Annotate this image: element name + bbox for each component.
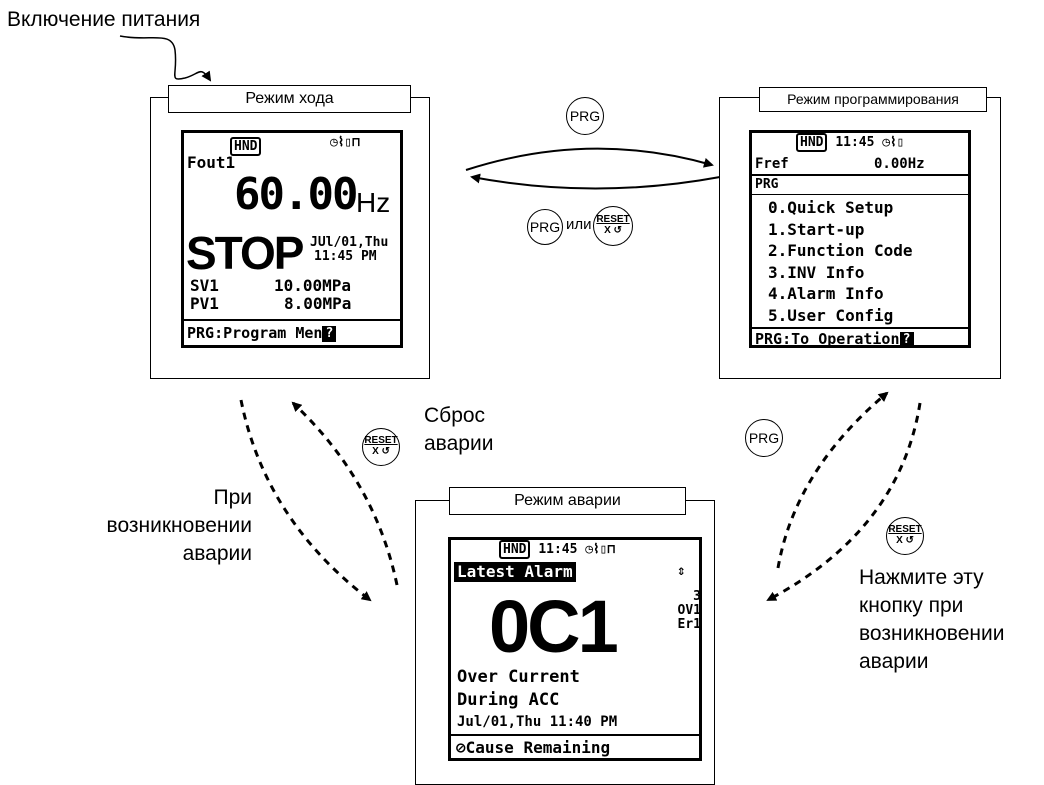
fref-value: 0.00Hz [874, 156, 925, 172]
prohibited-icon: ⊘ [456, 738, 466, 757]
power-on-label: Включение питания [7, 8, 201, 31]
scroll-updown-icon[interactable]: ⇕ [677, 563, 686, 579]
help-icon: ? [322, 326, 337, 342]
arrow-run-to-prog [465, 147, 714, 171]
arrow-alarm-to-prog [776, 391, 889, 569]
alarm-mode-title: Режим аварии [449, 487, 686, 515]
alarm-sequence: 3 [693, 589, 701, 604]
pv1-label: PV1 [190, 294, 219, 313]
or-label: или [566, 216, 592, 233]
run-mode-lcd: HND ◷⌇▯⊓ Fout1 60.00 Hz STOP JUl/01,Thu … [181, 130, 403, 348]
alarm-footer: Cause Remaining [465, 738, 611, 757]
clock-icon: ◷ [882, 135, 891, 150]
reset-button-icon: RESET X ↺ [886, 517, 924, 555]
alarm-er: Er1 [677, 617, 701, 632]
menu-item[interactable]: 5.User Config [768, 305, 894, 325]
arrow-prog-to-run [470, 173, 721, 190]
trend-icon: ⌇ [337, 135, 345, 150]
on-alarm-label: При возникновении аварии [106, 486, 252, 565]
alarm-ov: OV1 [677, 603, 701, 618]
trend-icon: ⌇ [890, 135, 897, 150]
program-mode-lcd: HND 11:45 ◷⌇▯ Fref 0.00Hz PRG 0.Quick Se… [749, 130, 971, 348]
clock-icon: ◷ [585, 542, 594, 557]
press-button-label: Нажмите эту кнопку при возникновении ава… [859, 566, 1005, 673]
reset-alarm-label: Сброс аварии [424, 404, 494, 455]
run-mode-title: Режим хода [168, 85, 411, 113]
alarm-clock: 11:45 [538, 542, 578, 557]
hand-mode-badge: HND [796, 133, 828, 152]
alarm-code: 0C1 [489, 585, 619, 668]
sv1-value: 10.00MPa [274, 276, 352, 295]
prog-clock: 11:45 [835, 135, 875, 150]
fref-label: Fref [755, 156, 789, 172]
lock-icon: ⊓ [352, 135, 360, 150]
menu-item[interactable]: 0.Quick Setup [768, 198, 894, 217]
battery-icon: ▯ [896, 135, 905, 150]
prog-footer: PRG:To Operation [755, 330, 900, 348]
alarm-mode-lcd: HND 11:45 ◷⌇▯⊓ Latest Alarm ⇕ 0C1 3 OV1 … [448, 537, 702, 761]
hand-mode-badge: HND [499, 540, 531, 559]
menu-item[interactable]: 3.INV Info [768, 262, 865, 282]
menu-item[interactable]: 1.Start-up [768, 219, 865, 239]
program-menu: 0.Quick Setup 1.Start-up 2.Function Code… [768, 197, 913, 326]
menu-item[interactable]: 4.Alarm Info [768, 284, 884, 303]
arrow-alarm-to-run [291, 401, 399, 586]
battery-icon: ▯ [344, 135, 353, 150]
arrow-run-to-alarm [239, 399, 372, 602]
prg-button-icon: PRG [745, 419, 783, 457]
alarm-datetime: Jul/01,Thu 11:40 PM [457, 714, 618, 730]
menu-header: PRG [755, 177, 779, 192]
help-icon: ? [899, 332, 914, 345]
run-date: JUl/01,Thu [310, 235, 389, 250]
alarm-desc-line2: During ACC [457, 690, 560, 710]
power-on-pointer [119, 35, 212, 82]
trend-icon: ⌇ [593, 542, 600, 557]
alarm-desc-line1: Over Current [457, 667, 580, 687]
run-status: STOP [186, 227, 304, 279]
frequency-unit: Hz [356, 187, 391, 218]
reset-button-icon: RESET X ↺ [593, 206, 633, 246]
fout-label: Fout1 [187, 153, 236, 172]
prg-button-icon: PRG [566, 97, 604, 135]
prg-button-icon: PRG [527, 209, 563, 245]
menu-item[interactable]: 2.Function Code [768, 241, 913, 260]
battery-icon: ▯ [599, 542, 608, 557]
pv1-value: 8.00MPa [284, 294, 352, 313]
lock-icon: ⊓ [607, 542, 616, 557]
hand-mode-badge: HND [230, 137, 262, 156]
sv1-label: SV1 [190, 276, 219, 295]
run-footer: PRG:Program Men [187, 324, 323, 342]
program-mode-title: Режим программирования [759, 87, 987, 112]
clock-icon: ◷ [330, 135, 338, 150]
frequency-value: 60.00 [234, 169, 358, 220]
arrow-prog-to-alarm [766, 402, 922, 602]
reset-button-icon: RESET X ↺ [362, 428, 400, 466]
run-time: 11:45 PM [314, 249, 377, 264]
latest-alarm-header: Latest Alarm [454, 562, 576, 582]
